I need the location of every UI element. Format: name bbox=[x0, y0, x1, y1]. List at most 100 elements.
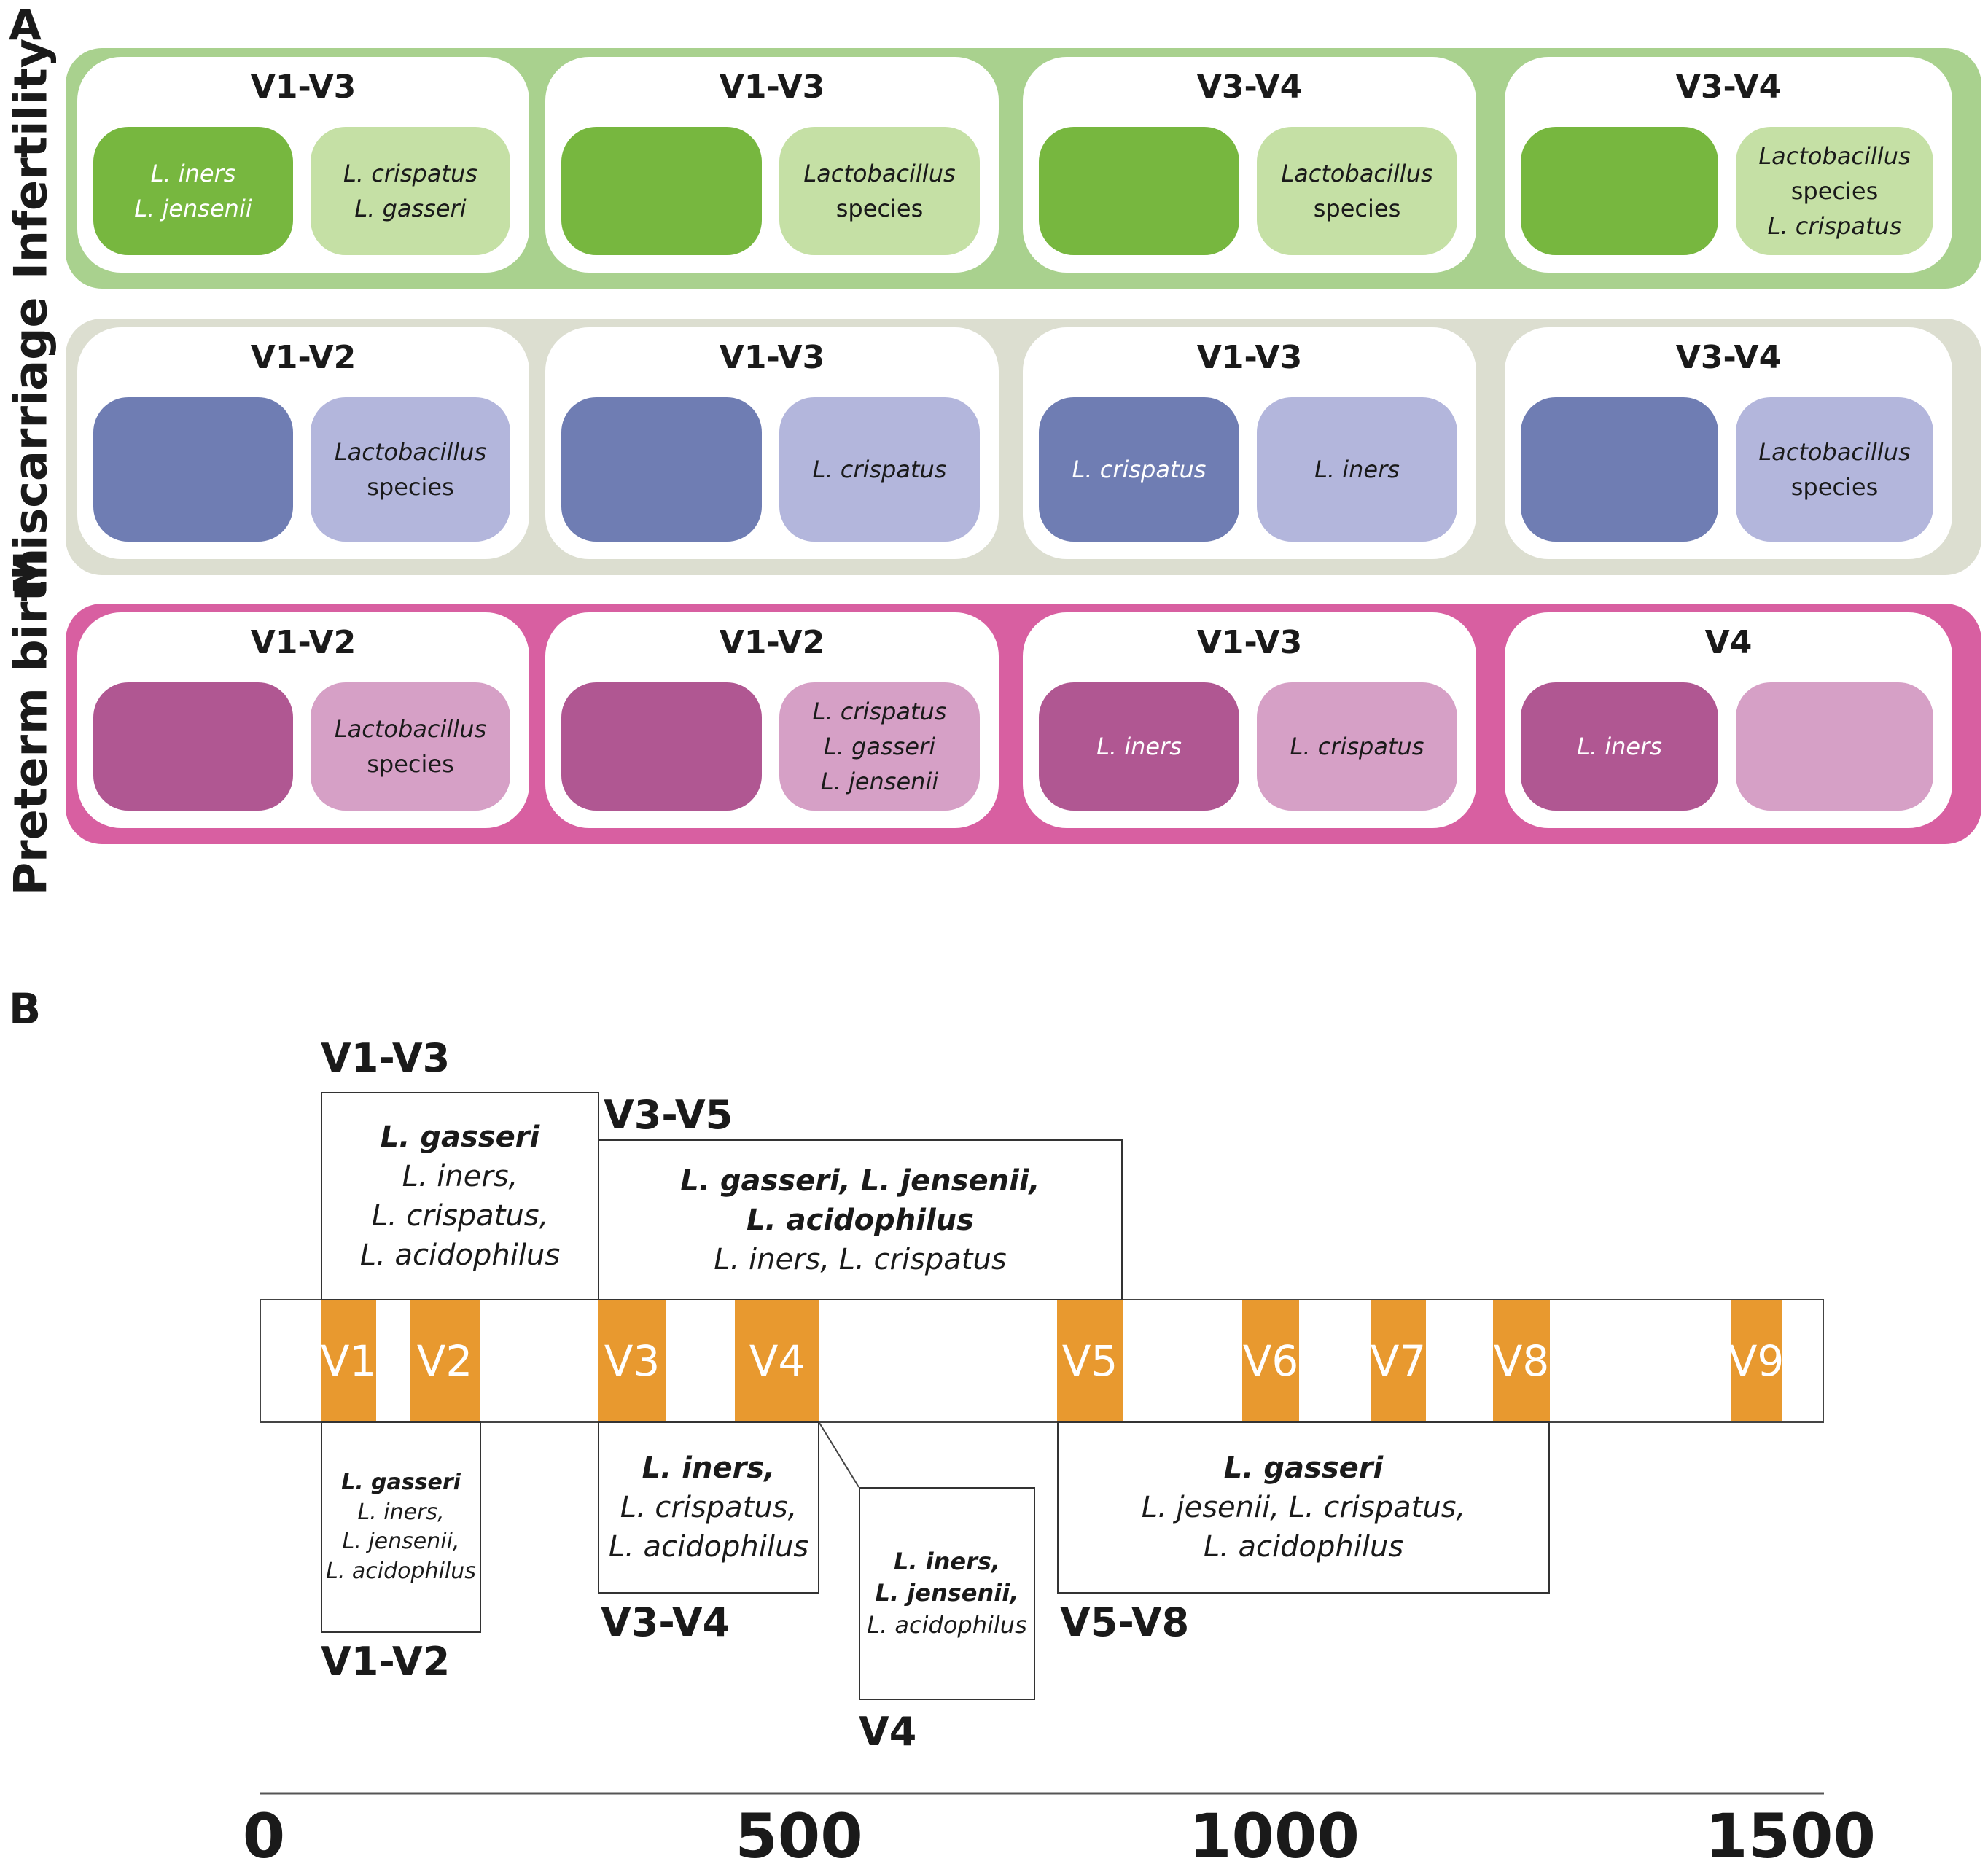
region-card: V4 L. iners bbox=[1505, 612, 1952, 828]
species-label: L. jensenii bbox=[820, 768, 939, 795]
variable-region-v6: V6 bbox=[1242, 1300, 1299, 1421]
primer-region-label: V1-V2 bbox=[321, 1639, 451, 1685]
species-label-bold: L. gasseri, L. jensenii, bbox=[680, 1163, 1040, 1198]
species-label: L. crispatus bbox=[1767, 212, 1902, 240]
species-label: L. acidophilus bbox=[326, 1558, 476, 1584]
species-label: Lactobacillus bbox=[334, 715, 487, 743]
card-title: V3-V4 bbox=[1675, 339, 1782, 376]
card-title: V1-V3 bbox=[1196, 339, 1303, 376]
species-label: L. crispatus, bbox=[371, 1199, 549, 1233]
gene-bar bbox=[260, 1299, 1824, 1423]
species-label-bold: L. jensenii, bbox=[875, 1579, 1019, 1607]
species-label: Lactobacillus bbox=[1758, 142, 1911, 170]
species-label: L. crispatus bbox=[812, 698, 947, 725]
increased-abundance-tile: Lactobacillus species bbox=[1257, 127, 1457, 255]
species-label: L. crispatus bbox=[343, 160, 477, 187]
axis-tick-label: 500 bbox=[735, 1801, 863, 1872]
species-label: L. jensenii, bbox=[342, 1529, 460, 1554]
decreased-abundance-tile bbox=[93, 682, 293, 811]
region-card: V1-V3 L. crispatus bbox=[545, 327, 999, 559]
decreased-abundance-tile bbox=[1039, 127, 1239, 255]
species-label-bold: L. gasseri bbox=[380, 1120, 540, 1154]
increased-abundance-tile: Lactobacillus species bbox=[779, 127, 980, 255]
card-title: V3-V4 bbox=[1675, 69, 1782, 106]
species-label: L. crispatus bbox=[1290, 733, 1424, 760]
card-title: V4 bbox=[1704, 624, 1753, 661]
region-card: V1-V3 L. iners L. crispatus bbox=[1023, 612, 1476, 828]
increased-abundance-tile: L. crispatus L. gasseri L. jensenii bbox=[779, 682, 980, 811]
card-title: V1-V3 bbox=[250, 69, 356, 106]
variable-region-v4: V4 bbox=[735, 1300, 819, 1421]
species-box-v4: L. iners,L. jensenii,L. acidophilus bbox=[859, 1487, 1035, 1700]
primer-region-label: V3-V4 bbox=[601, 1599, 730, 1645]
increased-abundance-tile: Lactobacillus species L. crispatus bbox=[1736, 127, 1933, 255]
increased-abundance-tile bbox=[1736, 682, 1933, 811]
species-label-bold: L. acidophilus bbox=[747, 1203, 974, 1237]
increased-abundance-tile: L. crispatus bbox=[779, 397, 980, 542]
species-label-bold: L. gasseri bbox=[341, 1470, 461, 1495]
species-label: L. iners bbox=[1096, 733, 1182, 760]
primer-region-label: V5-V8 bbox=[1060, 1599, 1190, 1645]
species-label-bold: L. iners, bbox=[642, 1451, 776, 1485]
variable-region-v3: V3 bbox=[598, 1300, 666, 1421]
decreased-abundance-tile: L. crispatus bbox=[1039, 397, 1239, 542]
increased-abundance-tile: Lactobacillus species bbox=[311, 682, 510, 811]
species-label: L. iners, bbox=[357, 1499, 445, 1525]
species-label: species bbox=[367, 750, 454, 778]
axis-tick-label: 1500 bbox=[1705, 1801, 1876, 1872]
variable-region-v7: V7 bbox=[1371, 1300, 1426, 1421]
species-label: species bbox=[835, 195, 924, 222]
species-label: species bbox=[1313, 195, 1401, 222]
panel-a-letter: A bbox=[9, 0, 42, 50]
card-title: V1-V2 bbox=[719, 624, 825, 661]
increased-abundance-tile: L. iners bbox=[1257, 397, 1457, 542]
species-label: L. jensenii bbox=[134, 195, 252, 222]
axis-tick-label: 1000 bbox=[1189, 1801, 1360, 1872]
decreased-abundance-tile: L. iners bbox=[1039, 682, 1239, 811]
decreased-abundance-tile bbox=[93, 397, 293, 542]
axis-tick-label: 0 bbox=[242, 1801, 286, 1872]
decreased-abundance-tile: L. iners bbox=[1521, 682, 1718, 811]
increased-abundance-tile: L. crispatus bbox=[1257, 682, 1457, 811]
species-label: Lactobacillus bbox=[803, 160, 956, 187]
species-label: L. iners bbox=[1577, 733, 1662, 760]
card-title: V1-V3 bbox=[719, 69, 825, 106]
species-label: L. crispatus, bbox=[620, 1491, 798, 1524]
increased-abundance-tile: Lactobacillus species bbox=[1736, 397, 1933, 542]
species-box-v3-v4: L. iners,L. crispatus,L. acidophilus bbox=[598, 1421, 819, 1594]
region-card: V1-V2 L. crispatus L. gasseri L. jensenii bbox=[545, 612, 999, 828]
species-label: L. acidophilus bbox=[867, 1610, 1027, 1639]
species-label: species bbox=[1790, 177, 1879, 205]
species-label: L. iners, bbox=[402, 1160, 518, 1193]
card-title: V1-V3 bbox=[1196, 624, 1303, 661]
species-label: L. jesenii, L. crispatus, bbox=[1141, 1491, 1466, 1524]
decreased-abundance-tile bbox=[561, 682, 762, 811]
decreased-abundance-tile bbox=[1521, 127, 1718, 255]
variable-region-v2: V2 bbox=[410, 1300, 480, 1421]
species-label: L. acidophilus bbox=[1203, 1530, 1404, 1564]
card-title: V1-V3 bbox=[719, 339, 825, 376]
card-title: V3-V4 bbox=[1196, 69, 1303, 106]
decreased-abundance-tile bbox=[561, 127, 762, 255]
species-label: Lactobacillus bbox=[1758, 438, 1911, 466]
species-label: L. iners bbox=[150, 160, 236, 187]
species-label: L. iners, L. crispatus bbox=[714, 1242, 1007, 1276]
species-label: species bbox=[367, 473, 454, 501]
species-label: L. gasseri bbox=[823, 733, 936, 760]
species-label: Lactobacillus bbox=[1281, 160, 1433, 187]
decreased-abundance-tile bbox=[1521, 397, 1718, 542]
species-label: L. acidophilus bbox=[359, 1239, 561, 1272]
species-label: species bbox=[1790, 473, 1879, 501]
variable-region-v1: V1 bbox=[321, 1300, 376, 1421]
